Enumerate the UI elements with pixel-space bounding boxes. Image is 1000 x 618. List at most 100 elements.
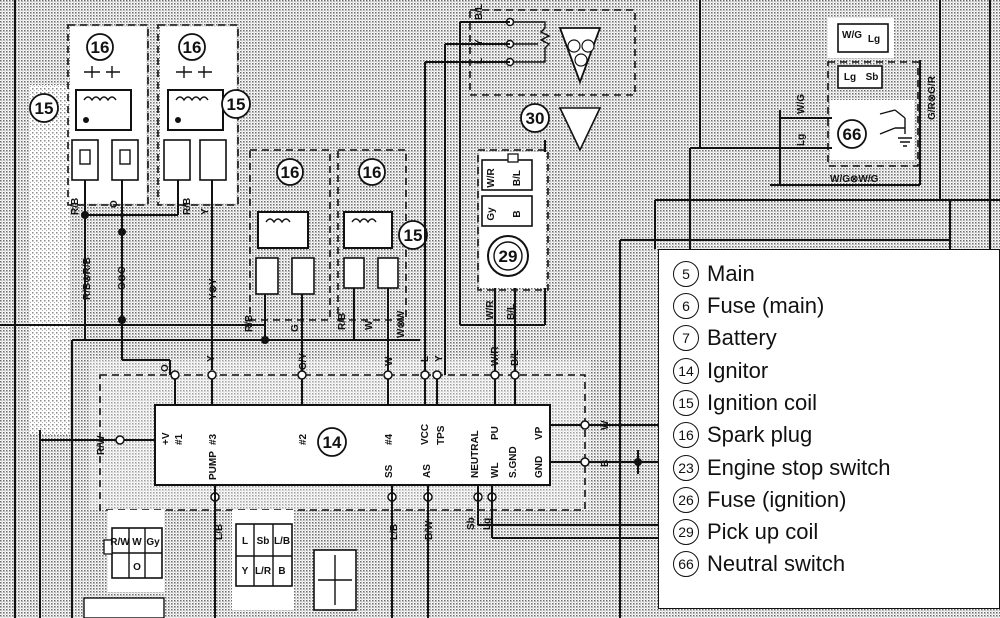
ignitor-box: 14 +V #1 #3 #2 #4 VCC TPS PU VP PUMP SS … xyxy=(154,404,551,486)
legend-number: 7 xyxy=(673,325,699,351)
svg-text:Sb: Sb xyxy=(257,536,270,547)
svg-text:W: W xyxy=(384,356,395,366)
svg-text:16: 16 xyxy=(183,38,202,57)
svg-text:W/R: W/R xyxy=(486,168,497,188)
svg-text:L/B: L/B xyxy=(274,536,290,547)
connector-bottom-center xyxy=(313,549,357,611)
svg-text:W/R: W/R xyxy=(485,300,496,320)
svg-text:B: B xyxy=(512,210,523,217)
svg-text:G/Y: G/Y xyxy=(298,352,309,370)
connector-bottom-edge xyxy=(83,597,165,618)
svg-text:29: 29 xyxy=(499,247,518,266)
legend-item: 26 Fuse (ignition) xyxy=(673,485,846,515)
ignition-coil-1: 16 xyxy=(67,24,149,206)
legend-number: 15 xyxy=(673,390,699,416)
legend-number: 6 xyxy=(673,293,699,319)
svg-text:R/B: R/B xyxy=(70,198,81,215)
svg-text:W/G: W/G xyxy=(842,30,862,41)
svg-text:Gy: Gy xyxy=(146,537,160,548)
legend-label: Battery xyxy=(707,325,777,350)
legend-label: Neutral switch xyxy=(707,551,846,576)
svg-text:Y: Y xyxy=(206,355,217,362)
svg-text:Y: Y xyxy=(242,566,249,577)
svg-text:W/G: W/G xyxy=(796,94,807,114)
svg-text:WL: WL xyxy=(490,462,501,478)
svg-text:15: 15 xyxy=(35,99,54,118)
svg-text:R/B: R/B xyxy=(337,313,348,330)
svg-text:Sb: Sb xyxy=(866,72,879,83)
svg-text:NEUTRAL: NEUTRAL xyxy=(470,430,481,478)
svg-text:16: 16 xyxy=(363,163,382,182)
legend-label: Ignitor xyxy=(707,358,769,383)
legend-label: Fuse (ignition) xyxy=(707,487,847,512)
svg-text:W/G⊗W/G: W/G⊗W/G xyxy=(830,174,879,185)
svg-text:VP: VP xyxy=(534,426,545,440)
legend-label: Engine stop switch xyxy=(707,455,891,480)
spark-plug-callout xyxy=(86,33,114,61)
svg-text:Y: Y xyxy=(434,355,445,362)
ignitor-callout xyxy=(317,427,347,457)
svg-text:R/B: R/B xyxy=(182,198,193,215)
legend-number: 14 xyxy=(673,358,699,384)
svg-text:#4: #4 xyxy=(384,433,395,445)
svg-text:O: O xyxy=(133,562,141,573)
svg-text:S.GND: S.GND xyxy=(508,446,519,478)
ignition-coil-callout xyxy=(398,220,428,250)
legend-number: 23 xyxy=(673,455,699,481)
svg-text:W: W xyxy=(364,320,375,330)
legend-label: Pick up coil xyxy=(707,519,819,544)
svg-text:G: G xyxy=(290,324,301,332)
legend-number: 66 xyxy=(673,551,699,577)
svg-text:R/B: R/B xyxy=(244,315,255,332)
svg-text:PUMP: PUMP xyxy=(208,451,219,480)
svg-text:Gy: Gy xyxy=(486,207,497,221)
ignitor-outline xyxy=(99,374,586,511)
svg-text:Sb: Sb xyxy=(466,517,477,530)
svg-text:16: 16 xyxy=(91,38,110,57)
svg-text:L: L xyxy=(474,58,485,64)
legend-item: 66 Neutral switch xyxy=(673,549,845,579)
legend-item: 16 Spark plug xyxy=(673,420,812,450)
legend-item: 5 Main xyxy=(673,259,755,289)
svg-text:VCC: VCC xyxy=(420,424,431,445)
svg-text:L/B: L/B xyxy=(214,524,225,540)
legend-panel: 5 Main 6 Fuse (main) 7 Battery 14 Ignito… xyxy=(658,249,1000,609)
pickup-coil: W/R B/L Gy B 29 xyxy=(477,149,549,291)
legend-label: Spark plug xyxy=(707,422,813,447)
svg-text:Lg: Lg xyxy=(796,134,807,146)
svg-text:G/R⊗G/R: G/R⊗G/R xyxy=(927,75,938,120)
neutral-switch: W/G Lg Lg Sb 66 xyxy=(827,18,919,167)
svg-text:Lg: Lg xyxy=(844,72,856,83)
legend-item: 23 Engine stop switch xyxy=(673,453,890,483)
svg-text:B/W: B/W xyxy=(424,520,435,540)
shade-panel xyxy=(30,85,70,435)
svg-text:#2: #2 xyxy=(298,433,309,445)
legend-label: Ignition coil xyxy=(707,390,818,415)
svg-text:PU: PU xyxy=(490,426,501,440)
svg-text:L/B: L/B xyxy=(389,524,400,540)
sensor-callout xyxy=(520,103,550,133)
svg-text:TPS: TPS xyxy=(436,425,447,445)
svg-text:W: W xyxy=(132,537,142,548)
legend-item: 14 Ignitor xyxy=(673,356,768,386)
legend-item: 15 Ignition coil xyxy=(673,388,817,418)
legend-item: 7 Battery xyxy=(673,323,777,353)
svg-text:W: W xyxy=(600,420,611,430)
svg-text:L/R: L/R xyxy=(255,566,272,577)
svg-text:B/L: B/L xyxy=(512,170,523,186)
svg-text:L: L xyxy=(242,536,248,547)
legend-label: Fuse (main) xyxy=(707,293,825,318)
svg-text:30: 30 xyxy=(526,109,545,128)
svg-text:GND: GND xyxy=(534,456,545,478)
throttle-sensor xyxy=(469,9,636,96)
svg-text:Y: Y xyxy=(474,39,485,46)
svg-text:Lg: Lg xyxy=(482,518,493,530)
svg-text:W⊗W: W⊗W xyxy=(396,310,407,338)
svg-text:14: 14 xyxy=(323,433,342,452)
pickup-coil-callout xyxy=(493,241,523,271)
ignition-coil-callout xyxy=(221,89,251,119)
svg-text:15: 15 xyxy=(227,95,246,114)
svg-text:O⊗O: O⊗O xyxy=(117,266,128,290)
svg-text:#3: #3 xyxy=(208,433,219,445)
